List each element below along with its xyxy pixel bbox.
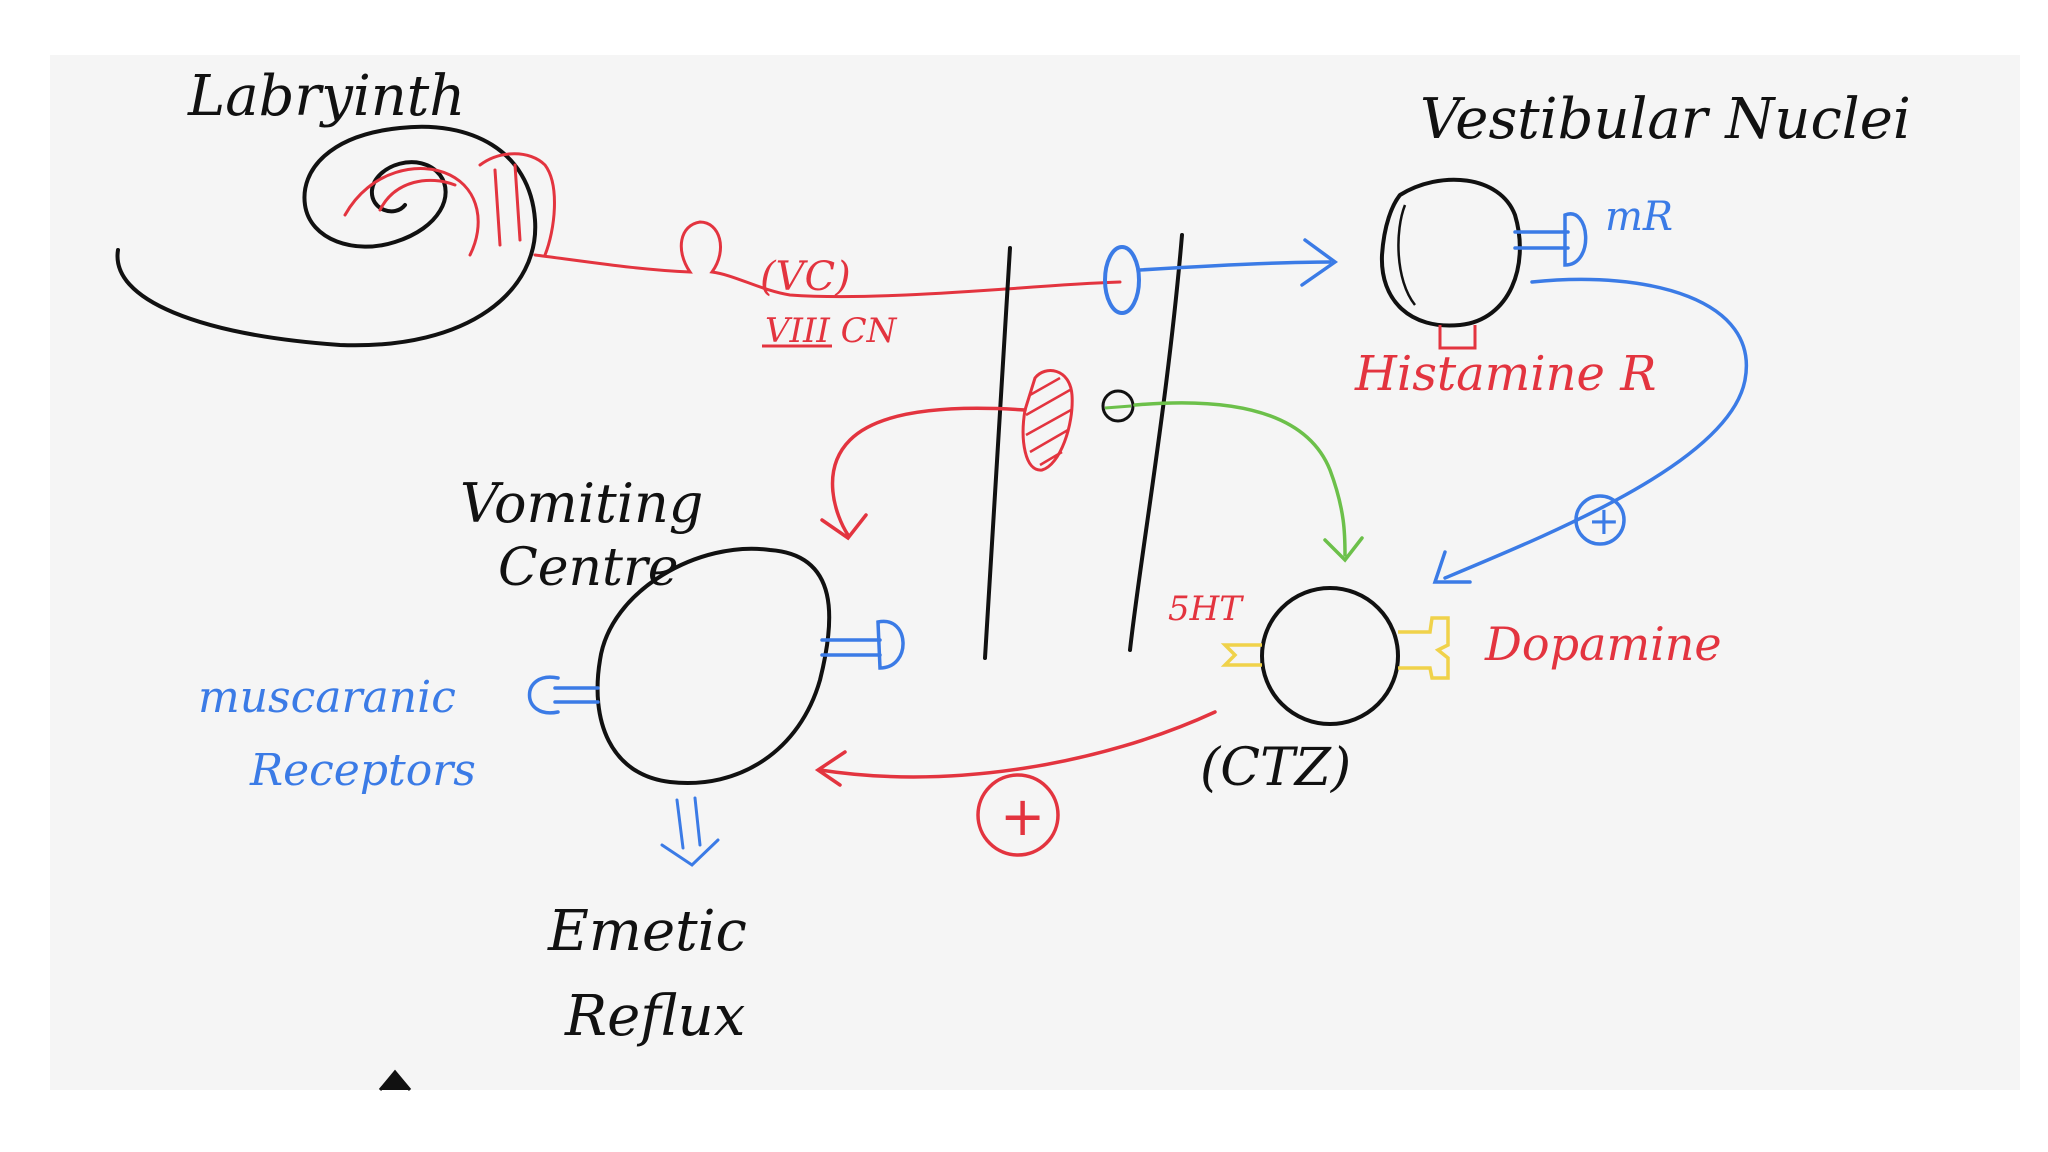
synapse-oval xyxy=(1103,245,1141,315)
label-vestibular-nuclei: Vestibular Nuclei xyxy=(1420,87,1911,152)
label-mr: mR xyxy=(1605,194,1673,240)
label-viii-cn: VIII CN xyxy=(765,311,898,351)
arrow-vestibular-to-ctz xyxy=(1432,277,1749,584)
arrow-to-vestibular xyxy=(1138,238,1339,287)
5ht-receptor xyxy=(1220,643,1262,667)
plus-sign-blue: + xyxy=(1588,499,1620,543)
small-green-circle xyxy=(1101,389,1135,423)
label-receptors: Receptors xyxy=(249,745,476,796)
arrow-vc-to-emetic xyxy=(660,796,720,867)
label-dopamine: Dopamine xyxy=(1484,617,1722,671)
whiteboard xyxy=(50,55,2020,1090)
arrow-hatched-to-vc xyxy=(820,406,1027,541)
label-reflux: Reflux xyxy=(564,984,745,1049)
labyrinth-spiral xyxy=(115,124,538,348)
plus-circle-red xyxy=(976,773,1060,857)
arrow-circle-to-ctz xyxy=(1133,401,1364,563)
brainstem-walls xyxy=(983,233,1184,660)
muscarinic-receptor xyxy=(527,675,600,715)
label-muscaranic: muscaranic xyxy=(198,672,456,723)
labyrinth-semicircular-canals xyxy=(343,152,556,257)
label-centre: Centre xyxy=(498,538,679,598)
ctz-cell xyxy=(1260,586,1400,726)
label-5ht: 5HT xyxy=(1168,589,1244,629)
label-labyrinth: Labryinth xyxy=(187,64,465,129)
label-ctz: (CTZ) xyxy=(1200,738,1351,798)
histamine-receptor xyxy=(1438,325,1477,350)
label-emetic: Emetic xyxy=(547,899,747,964)
hatched-area xyxy=(1021,369,1074,472)
label-vomiting: Vomiting xyxy=(460,472,703,535)
vomiting-centre-cell xyxy=(595,546,832,785)
bottom-mark xyxy=(378,1069,412,1091)
vestibular-nuclei-cell xyxy=(1379,177,1522,328)
viii-nerve-path xyxy=(533,220,1122,299)
plus-sign-red: + xyxy=(1000,785,1045,848)
label-vc: (VC) xyxy=(760,254,851,300)
plus-circle-blue xyxy=(1574,494,1626,546)
vc-right-receptor xyxy=(820,619,905,670)
mr-receptor xyxy=(1513,212,1588,267)
arrow-ctz-to-vc xyxy=(814,710,1217,787)
label-histamine-r: Histamine R xyxy=(1354,346,1656,402)
dopamine-receptor xyxy=(1398,616,1450,680)
